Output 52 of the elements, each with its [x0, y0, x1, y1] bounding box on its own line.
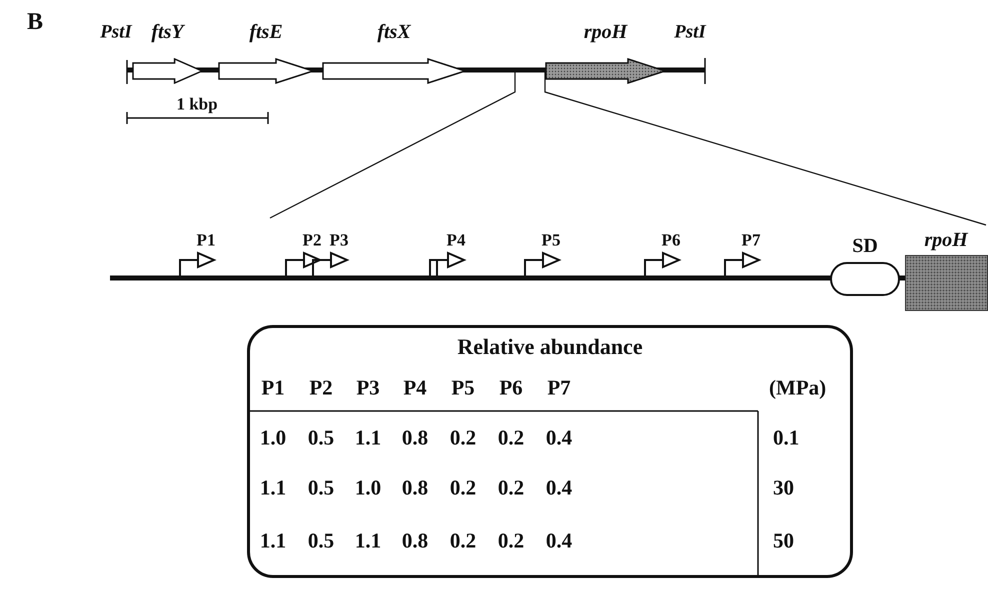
table-value: 0.2 [450, 428, 476, 448]
table-value: 0.5 [308, 530, 334, 552]
table-value: 0.2 [498, 530, 524, 552]
table-value: (MPa) [769, 378, 826, 398]
gene-name: ftsX [377, 20, 411, 44]
gene-block [905, 255, 988, 311]
promoter-label: P5 [542, 232, 560, 248]
panel-letter: B [27, 10, 43, 34]
gene-name: rpoH [924, 230, 968, 250]
table-value: 0.2 [498, 478, 524, 498]
table-value: 0.2 [498, 428, 524, 448]
restriction-site-label: PstI [674, 22, 706, 42]
table-value: 0.8 [402, 428, 428, 448]
restriction-site-label: PstI [100, 22, 132, 42]
promoter-label: P4 [446, 232, 466, 248]
table-value: P5 [451, 378, 475, 398]
table-value: 0.8 [402, 478, 428, 498]
promoter-label: P7 [742, 232, 760, 248]
table-value: 30 [773, 478, 794, 498]
gene-name: rpoH [584, 20, 628, 44]
table-value: 0.5 [308, 428, 334, 448]
table-value: 1.1 [354, 530, 382, 552]
scale-label: 1 kbp [176, 96, 218, 112]
table-value: 0.5 [308, 478, 334, 498]
table-value: P4 [403, 378, 427, 398]
table-value: 0.4 [546, 530, 572, 552]
promoter-label: P3 [330, 232, 348, 248]
table-value: 1.1 [260, 530, 286, 552]
table-value: 1.0 [354, 478, 382, 498]
table-value: 1.0 [260, 428, 286, 448]
table-value: 0.1 [773, 428, 800, 448]
table-value: P2 [309, 378, 333, 398]
table-value: 0.2 [450, 530, 476, 552]
table-value: 0.4 [546, 428, 572, 448]
gene-name: ftsY [151, 20, 184, 44]
table-value: P1 [261, 378, 285, 398]
gene-name: ftsE [249, 20, 283, 44]
table-value: P6 [499, 378, 523, 398]
promoter-label: P6 [662, 232, 680, 248]
table-value: P3 [356, 378, 380, 398]
table-value: 0.8 [402, 530, 428, 552]
table-value: 50 [773, 530, 794, 552]
node-label: SD [852, 236, 878, 256]
table-value: P7 [547, 378, 571, 398]
table-box [247, 325, 853, 578]
table-value: 0.2 [450, 478, 476, 498]
promoter-label: P2 [302, 232, 322, 248]
table-value: 1.1 [354, 428, 382, 448]
table-value: 0.4 [546, 478, 572, 498]
table-title: Relative abundance [457, 334, 643, 360]
promoter-label: P1 [196, 232, 216, 248]
table-value: 1.1 [260, 478, 286, 498]
